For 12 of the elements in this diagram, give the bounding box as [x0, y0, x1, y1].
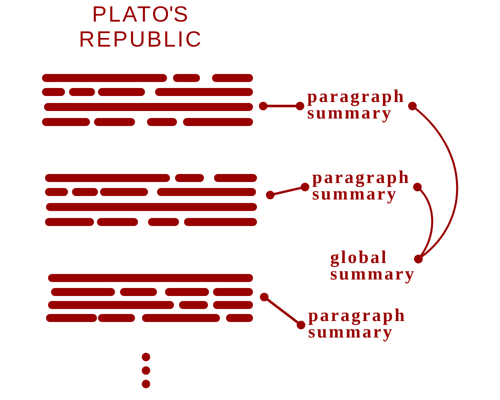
- summary-label: paragraph summary: [308, 308, 404, 342]
- leader-line: [266, 182, 310, 200]
- summary-label: paragraph summary: [312, 170, 408, 204]
- summary-label: global summary: [330, 250, 414, 284]
- title: PLATO'S REPUBLIC: [80, 6, 200, 47]
- text-lines-drawing: [46, 274, 253, 322]
- text-lines-drawing: [45, 174, 257, 226]
- leader-line: [260, 292, 306, 330]
- summary-label: paragraph summary: [307, 90, 404, 122]
- curved-connector: [413, 182, 434, 264]
- text-lines-drawing: [42, 74, 253, 126]
- leader-line: [258, 102, 304, 110]
